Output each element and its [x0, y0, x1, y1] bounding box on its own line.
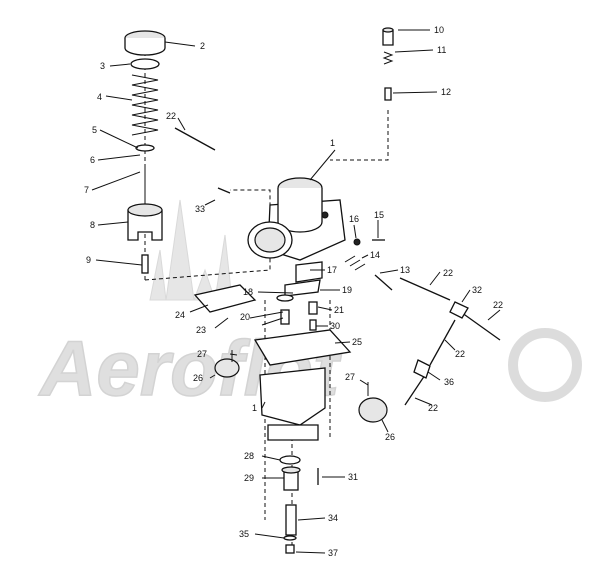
clip-part	[135, 144, 155, 152]
callout-35: 35	[239, 529, 249, 539]
callout-16: 16	[349, 214, 359, 224]
float-parts	[214, 358, 388, 423]
pilot-screw-parts	[344, 255, 393, 291]
washer-part-16	[353, 238, 361, 246]
callout-21: 21	[334, 305, 344, 315]
leader-lines	[91, 29, 501, 554]
gasket-28-part	[279, 455, 301, 465]
callout-14: 14	[370, 250, 380, 260]
spring-part	[131, 74, 159, 136]
pin-part	[217, 187, 231, 194]
vent-hose-parts	[174, 127, 501, 406]
jet-parts	[280, 301, 318, 331]
callout-22-a: 22	[166, 111, 176, 121]
callout-13: 13	[400, 265, 410, 275]
callout-3: 3	[100, 61, 105, 71]
callout-37: 37	[328, 548, 338, 558]
callout-25: 25	[352, 337, 362, 347]
callout-8: 8	[90, 220, 95, 230]
callout-10: 10	[434, 25, 444, 35]
callout-15: 15	[374, 210, 384, 220]
callout-34: 34	[328, 513, 338, 523]
callout-32: 32	[472, 285, 482, 295]
callout-1-bottom: 1	[252, 403, 257, 413]
needle-jet-part	[141, 254, 149, 274]
callout-22-c: 22	[493, 300, 503, 310]
callout-18: 18	[243, 287, 253, 297]
callout-20: 20	[240, 312, 250, 322]
callout-4: 4	[97, 92, 102, 102]
callout-12: 12	[441, 87, 451, 97]
callout-24: 24	[175, 310, 185, 320]
watermark-skyline	[149, 199, 233, 301]
callout-28: 28	[244, 451, 254, 461]
callout-19: 19	[342, 285, 352, 295]
oring-part	[276, 294, 294, 302]
callout-2: 2	[200, 41, 205, 51]
callout-labels: 2 3 4 5 6 7 8 9 10 11 12 1 22 33 13 14 1…	[84, 25, 503, 558]
fitting-part-36	[413, 359, 431, 379]
callout-23: 23	[196, 325, 206, 335]
callout-22-d: 22	[455, 349, 465, 359]
idle-screw-parts	[382, 27, 394, 101]
lever-part	[284, 279, 321, 297]
callout-36: 36	[444, 377, 454, 387]
callout-33: 33	[195, 204, 205, 214]
callout-26-a: 26	[193, 373, 203, 383]
callout-1-top: 1	[330, 138, 335, 148]
callout-5: 5	[92, 125, 97, 135]
gasket-part	[253, 329, 352, 366]
watermark-wheel	[508, 328, 582, 402]
callout-11: 11	[437, 45, 446, 55]
cap-part	[124, 30, 166, 56]
assembly-lines	[144, 45, 389, 555]
jet-holder-part	[285, 504, 297, 536]
washer-part	[130, 58, 160, 70]
callout-7: 7	[84, 185, 89, 195]
main-jet-part	[285, 544, 295, 554]
float-bowl-part	[259, 367, 326, 441]
callout-6: 6	[90, 155, 95, 165]
bracket-part	[295, 261, 323, 283]
washer-part-35	[283, 535, 297, 541]
drain-plug-part	[281, 466, 301, 491]
callout-17: 17	[327, 265, 337, 275]
tee-fitting-part	[449, 301, 469, 319]
callout-9: 9	[86, 255, 91, 265]
callout-26-b: 26	[385, 432, 395, 442]
callout-27-a: 27	[197, 349, 207, 359]
callout-27-b: 27	[345, 372, 355, 382]
callout-31: 31	[348, 472, 358, 482]
callout-29: 29	[244, 473, 254, 483]
carburetor-body-part	[247, 177, 346, 261]
throttle-valve-part	[127, 203, 163, 241]
float-pin-part	[231, 350, 369, 396]
callout-22-b: 22	[443, 268, 453, 278]
callout-30: 30	[330, 321, 340, 331]
callout-22-e: 22	[428, 403, 438, 413]
